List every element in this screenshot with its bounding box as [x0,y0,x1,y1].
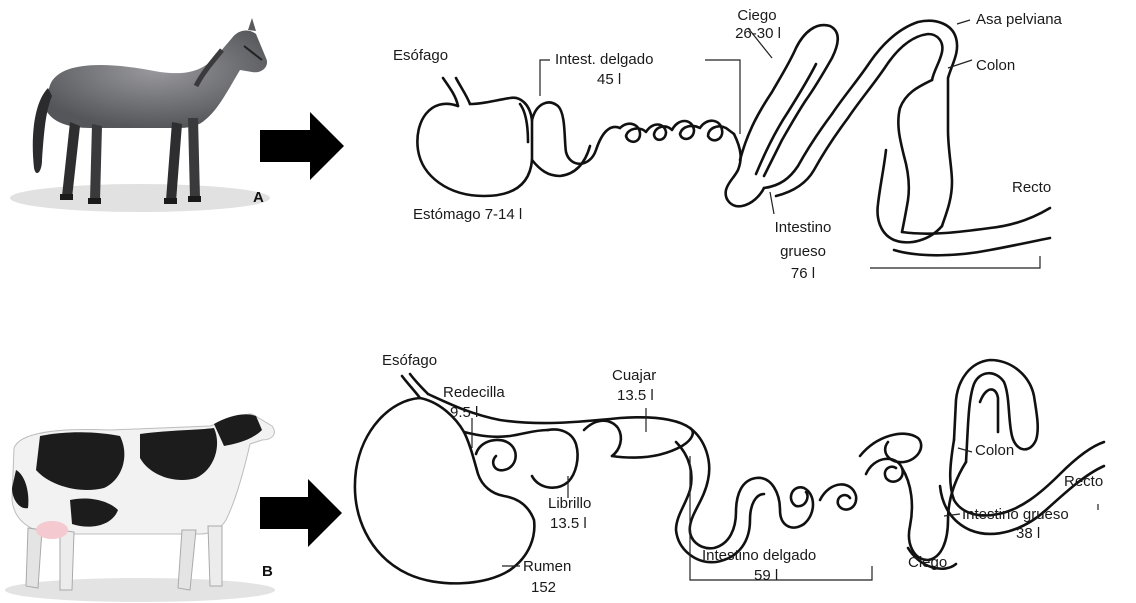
label-horse-grueso: grueso [760,244,846,260]
blank-panel [8,246,230,392]
label-horse-intest-delgado: Intest. delgado [555,52,653,68]
label-horse-ciego-vol: 26-30 l [723,26,793,42]
label-cow-librillo: Librillo [548,496,591,512]
label-cow-cuajar-vol: 13.5 l [617,388,654,404]
label-horse-esofago: Esófago [393,48,448,64]
label-horse-intestino: Intestino [760,220,846,236]
cow-image [5,414,275,602]
label-cow-esofago: Esófago [382,353,437,369]
label-cow-redecilla-vol: 9.5 l [450,405,478,421]
label-cow-intestino-grueso: Intestino grueso [962,507,1069,523]
horse-image [10,18,270,212]
tag-b: B [262,563,273,580]
label-horse-asa-pelviana: Asa pelviana [976,12,1062,28]
tag-a: A [253,189,264,206]
label-horse-ciego: Ciego [725,8,789,24]
label-horse-estomago: Estómago 7-14 l [413,207,522,223]
label-cow-colon: Colon [975,443,1014,459]
label-cow-intestino-delgado-vol: 59 l [754,568,778,584]
label-horse-colon: Colon [976,58,1015,74]
label-horse-intest-delgado-vol: 45 l [597,72,621,88]
label-cow-intestino-grueso-vol: 38 l [1016,526,1040,542]
label-cow-redecilla: Redecilla [443,385,505,401]
label-cow-ciego: Ciego [908,555,947,571]
label-cow-rumen: Rumen [523,559,571,575]
label-horse-grueso-vol: 76 l [760,266,846,282]
arrow-a [260,112,344,180]
arrow-b [260,479,342,547]
label-horse-recto: Recto [1012,180,1051,196]
label-cow-recto: Recto [1064,474,1103,490]
label-cow-cuajar: Cuajar [612,368,656,384]
label-cow-librillo-vol: 13.5 l [550,516,587,532]
label-cow-intestino-delgado: Intestino delgado [702,548,816,564]
label-cow-rumen-vol: 152 [531,580,556,596]
